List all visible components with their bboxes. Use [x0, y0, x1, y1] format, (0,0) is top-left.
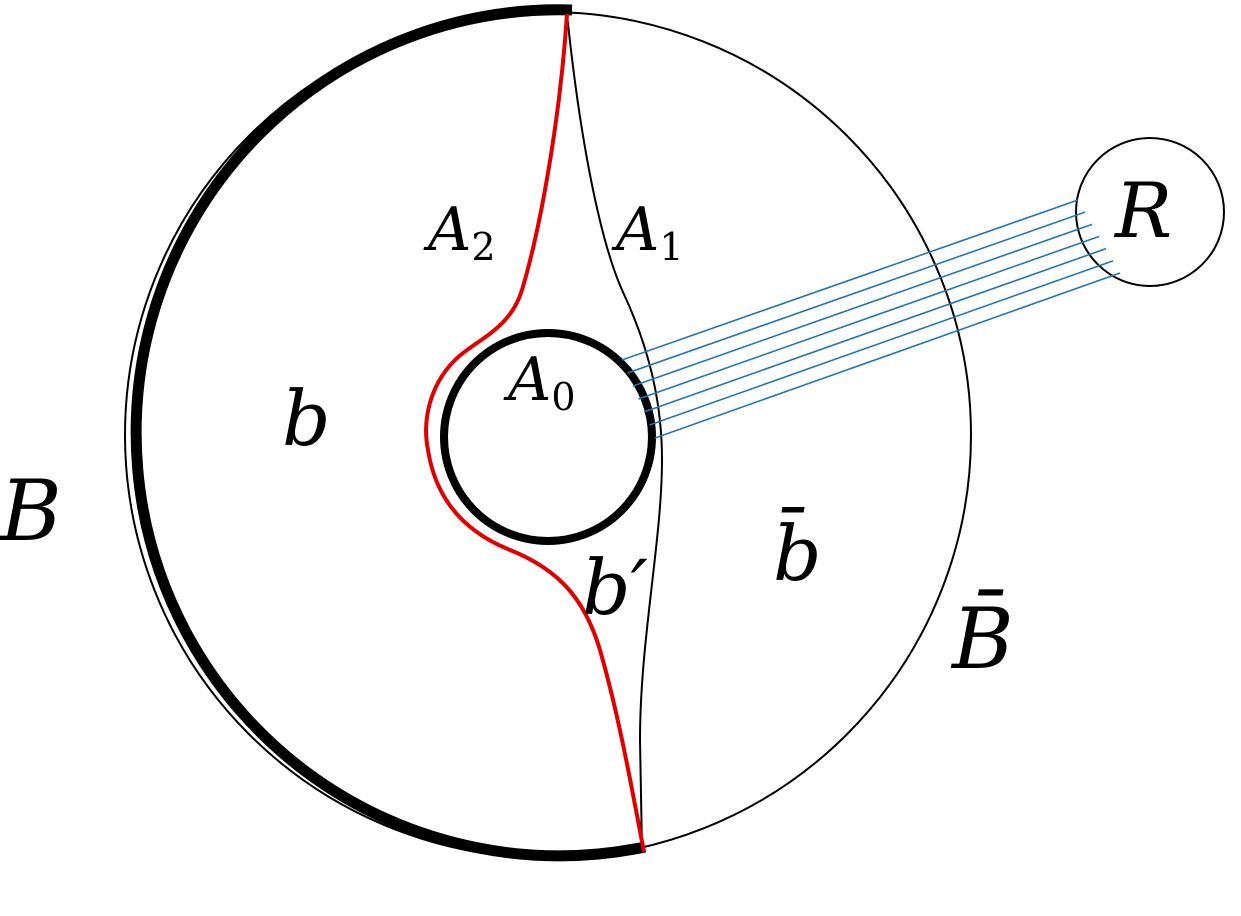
entanglement-line [638, 235, 1100, 400]
label-b-prime: b′ [582, 543, 648, 632]
entanglement-line [632, 223, 1093, 387]
boundary-region-B-arc [130, 4, 647, 862]
entanglement-line [654, 272, 1121, 439]
label-b: b [282, 374, 331, 463]
entanglement-line [627, 211, 1086, 374]
label-B-bar: B̄ [950, 589, 1014, 688]
label-B: B [0, 462, 62, 560]
entanglement-lines [621, 199, 1121, 439]
label-R: R [1113, 166, 1172, 255]
inner-circle-A0 [440, 329, 656, 545]
entanglement-line [621, 199, 1079, 361]
entanglement-line [643, 247, 1107, 413]
reference-R-circle [1075, 137, 1225, 287]
red-surface-curve [424, 13, 646, 853]
label-b-bar: b̄ [773, 506, 822, 598]
entanglement-line [649, 260, 1114, 426]
label-A2: A2 [423, 195, 496, 269]
label-A1: A1 [611, 195, 684, 269]
label-A0: A0 [503, 345, 576, 419]
